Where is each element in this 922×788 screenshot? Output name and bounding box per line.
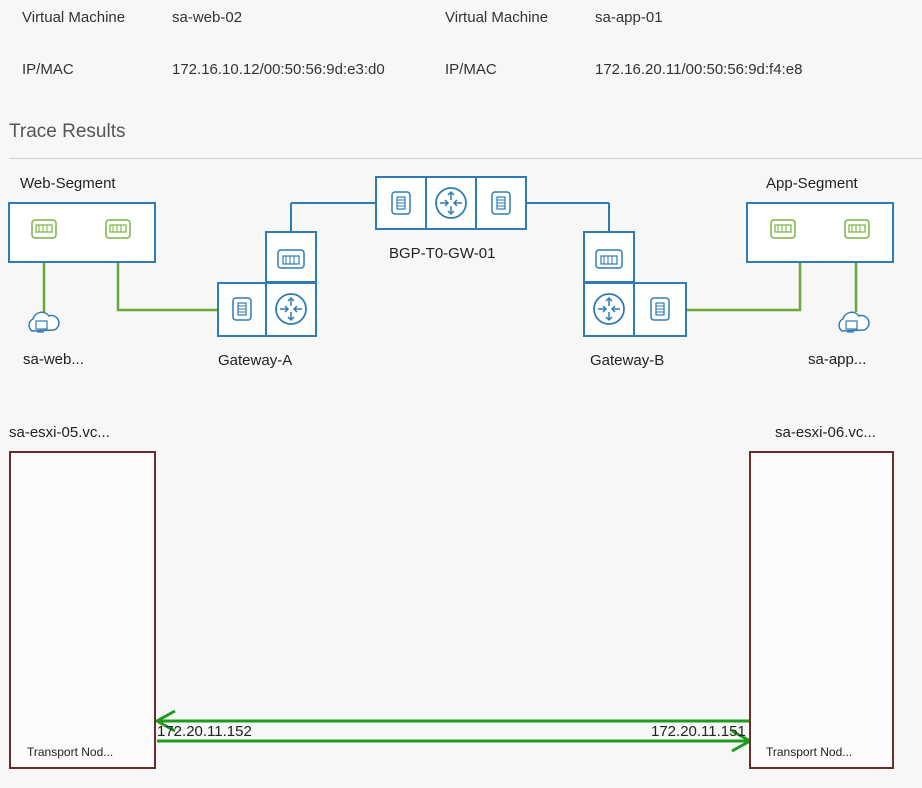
left-tep-ip: 172.20.11.152 [157,723,252,740]
arrow-left-icon [153,709,176,733]
right-transport-node-box[interactable] [749,451,894,769]
source-ipmac-value: 172.16.10.12/00:50:56:9d:e3:d0 [172,61,385,78]
app-segment-label: App-Segment [766,175,858,192]
ethernet-port-icon [105,219,131,239]
source-ipmac-label: IP/MAC [22,61,74,78]
link-app-segment-gateway-b [686,262,802,312]
web-segment-switch[interactable] [8,202,156,263]
destination-vm-short-label: sa-app... [808,351,867,368]
router-icon [275,293,307,325]
ethernet-port-icon [232,297,252,321]
ethernet-port-icon [770,219,796,239]
right-tep-ip: 172.20.11.151 [651,723,746,740]
left-transport-node-label: Transport Nod... [27,745,114,759]
cloud-vm-icon [28,311,60,333]
destination-ipmac-label: IP/MAC [445,61,497,78]
source-vm-label: Virtual Machine [22,9,126,26]
gateway-a-label: Gateway-A [218,352,293,369]
trace-results-title: Trace Results [9,121,126,142]
ethernet-port-icon [391,191,411,215]
left-transport-node-box[interactable] [9,451,156,769]
destination-ipmac-value: 172.16.20.11/00:50:56:9d:f4:e8 [595,61,803,78]
cloud-vm-icon [838,311,870,333]
router-icon [435,187,467,219]
gateway-b-label: Gateway-B [590,352,665,369]
ethernet-port-icon [595,249,623,269]
app-segment-switch[interactable] [746,202,894,263]
source-vm-name[interactable]: sa-web-02 [172,9,243,26]
ethernet-port-icon [491,191,511,215]
link-web-segment-gateway-a [116,262,218,312]
destination-vm-label: Virtual Machine [445,9,549,26]
ethernet-port-icon [650,297,670,321]
ethernet-port-icon [277,249,305,269]
web-segment-label: Web-Segment [20,175,116,192]
t0-gateway-label: BGP-T0-GW-01 [389,245,496,262]
destination-vm-name[interactable]: sa-app-01 [595,9,663,26]
router-icon [593,293,625,325]
left-host-name: sa-esxi-05.vc... [9,424,110,441]
section-divider [9,158,922,159]
right-transport-node-label: Transport Nod... [766,745,853,759]
t0-right-port-block [475,176,527,230]
source-vm-short-label: sa-web... [23,351,84,368]
ethernet-port-icon [31,219,57,239]
ethernet-port-icon [844,219,870,239]
right-host-name: sa-esxi-06.vc... [775,424,876,441]
